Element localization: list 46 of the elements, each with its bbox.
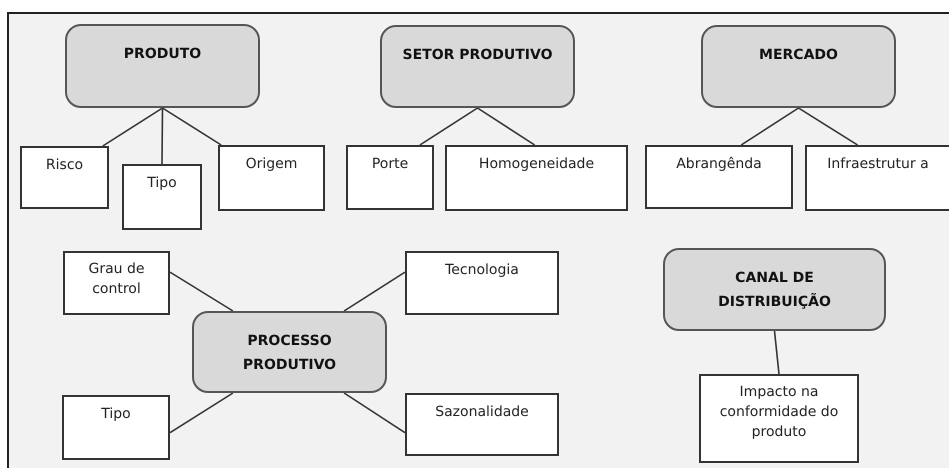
- item-label: Tipo: [147, 174, 177, 193]
- connector-line: [344, 271, 406, 312]
- item-box: [63, 251, 170, 315]
- category-box: [663, 248, 886, 331]
- connector-line: [170, 392, 234, 434]
- item-label: Infraestrutur a: [827, 155, 929, 174]
- connector-line: [170, 271, 234, 312]
- category-title: PRODUTO: [124, 45, 202, 64]
- item-label: Tipo: [101, 405, 131, 424]
- connector-line: [161, 108, 164, 164]
- item-box: [20, 146, 109, 209]
- item-label: Abrangênda: [676, 155, 762, 174]
- item-box: [218, 145, 325, 211]
- item-box: [699, 374, 859, 463]
- category-title: SETOR PRODUTIVO: [402, 46, 552, 65]
- item-label: Origem: [246, 155, 298, 174]
- item-label: Sazonalidade: [435, 403, 529, 422]
- connector-line: [774, 330, 780, 374]
- category-title: MERCADO: [759, 46, 838, 65]
- category-box: [192, 311, 387, 393]
- item-box: [62, 395, 170, 460]
- item-box: [805, 145, 949, 211]
- connector-line: [344, 392, 406, 434]
- item-label: Grau de control: [87, 260, 146, 299]
- item-label: Risco: [46, 156, 84, 175]
- connector-line: [798, 107, 858, 146]
- category-title: PROCESSO PRODUTIVO: [242, 332, 338, 375]
- item-label: Porte: [372, 155, 408, 174]
- category-box: [701, 25, 896, 108]
- connector-line: [419, 107, 478, 146]
- item-box: [346, 145, 434, 210]
- item-label: Tecnologia: [445, 261, 519, 280]
- item-box: [405, 393, 559, 456]
- item-box: [445, 145, 628, 211]
- category-title: CANAL DE DISTRIBUIÇÃO: [717, 269, 832, 312]
- item-box: [405, 251, 559, 315]
- category-box: [380, 25, 575, 108]
- item-box: [645, 145, 793, 209]
- connector-line: [102, 107, 163, 147]
- item-label: Impacto na conformidade do produto: [718, 383, 840, 442]
- item-box: [122, 164, 202, 230]
- connector-line: [477, 107, 536, 146]
- category-box: [65, 24, 260, 108]
- connector-line: [740, 107, 799, 146]
- item-label: Homogeneidade: [478, 155, 594, 174]
- connector-line: [162, 107, 222, 146]
